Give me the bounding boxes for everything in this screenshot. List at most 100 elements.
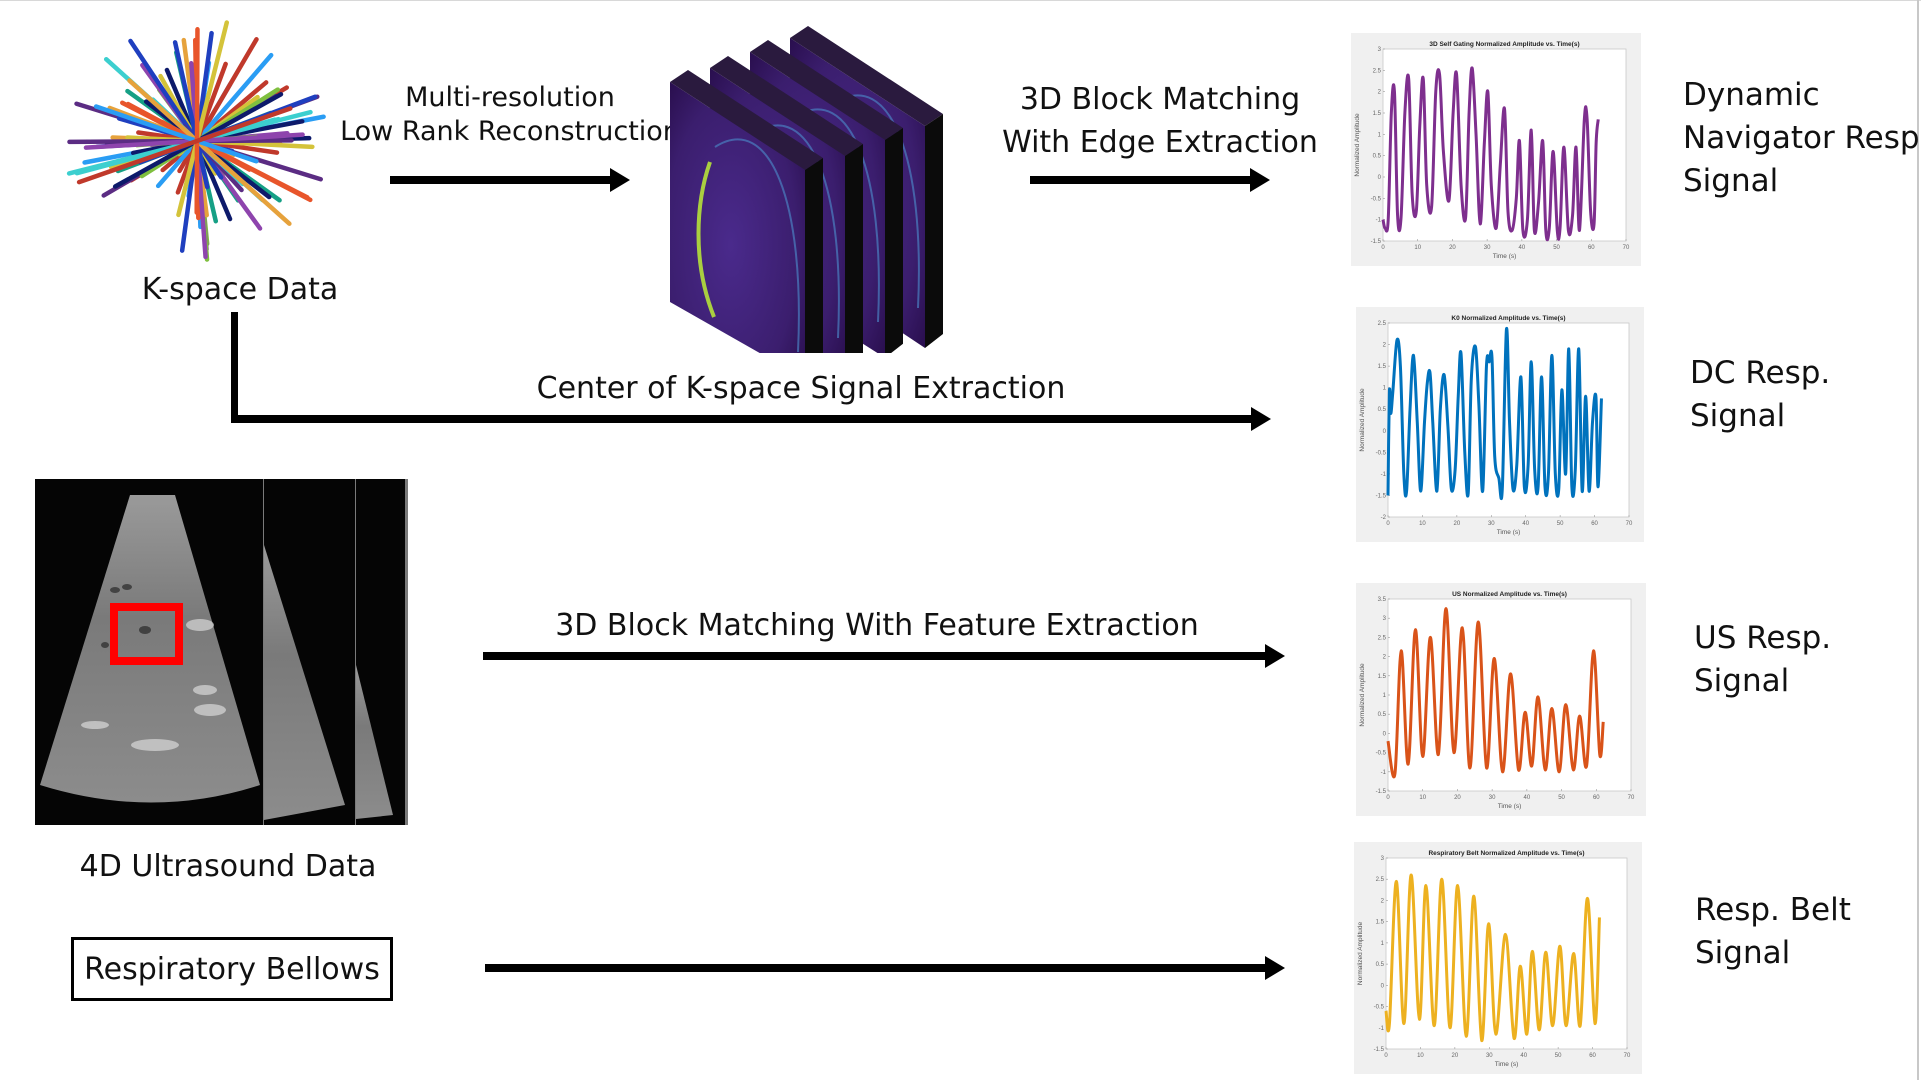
output-label-dc: DC Resp. Signal — [1690, 352, 1830, 438]
us-echo — [193, 685, 217, 695]
us-echo — [81, 721, 109, 729]
roi-box — [110, 603, 183, 665]
chart-panel-belt: Respiratory Belt Normalized Amplitude vs… — [1354, 842, 1642, 1074]
x-tick-label: 0 — [1386, 795, 1390, 801]
x-axis-label: Time (s) — [1497, 529, 1521, 536]
y-tick-label: -1 — [1376, 218, 1382, 224]
kspace-spoke — [176, 20, 230, 218]
feature-matching-label: 3D Block Matching With Feature Extractio… — [555, 608, 1199, 643]
chart-title: 3D Self Gating Normalized Amplitude vs. … — [1429, 41, 1579, 48]
kspace-spoke — [76, 106, 293, 185]
x-tick-label: 30 — [1489, 795, 1496, 801]
y-tick-label: 1.5 — [1378, 674, 1387, 680]
mri-slice-side — [845, 144, 863, 353]
x-tick-label: 30 — [1484, 245, 1491, 251]
mri-slice-top — [710, 56, 863, 156]
reconstruction-label-line2: Low Rank Reconstruction — [340, 116, 680, 147]
y-tick-label: -0.5 — [1376, 450, 1387, 456]
y-tick-label: 1.5 — [1373, 111, 1382, 117]
y-tick-label: -1.5 — [1374, 1047, 1385, 1053]
respiratory-bellows-label: Respiratory Bellows — [84, 951, 380, 987]
y-tick-label: -1.5 — [1376, 789, 1387, 795]
y-tick-label: 2 — [1378, 90, 1382, 96]
mri-slice-top — [790, 26, 943, 126]
y-tick-label: 2 — [1383, 655, 1387, 661]
y-tick-label: 0.5 — [1378, 712, 1387, 718]
output-label-line: DC Resp. — [1690, 355, 1831, 391]
y-tick-label: -0.5 — [1376, 751, 1387, 757]
edge-matching-arrow — [1030, 168, 1270, 192]
x-axis-label: Time (s) — [1495, 1061, 1519, 1068]
x-tick-label: 30 — [1486, 1053, 1493, 1059]
reconstruction-label-line1: Multi-resolution — [405, 82, 615, 113]
us-echo — [186, 619, 214, 631]
output-label-line: Signal — [1683, 163, 1779, 199]
edge-matching-label-line2: With Edge Extraction — [1002, 125, 1318, 160]
x-tick-label: 20 — [1452, 1053, 1459, 1059]
ultrasound-label: 4D Ultrasound Data — [79, 849, 377, 884]
y-tick-label: -0.5 — [1371, 196, 1382, 202]
output-label-line: Resp. Belt — [1695, 892, 1851, 928]
y-tick-label: 0 — [1383, 429, 1387, 435]
x-tick-label: 40 — [1524, 795, 1531, 801]
x-tick-label: 40 — [1519, 245, 1526, 251]
output-label-line: Signal — [1694, 663, 1790, 699]
y-tick-label: 3 — [1383, 616, 1387, 622]
mri-slice-side — [885, 128, 903, 353]
y-tick-label: 0.5 — [1376, 962, 1385, 968]
top-border — [0, 0, 1921, 1]
kspace-spoke — [93, 104, 259, 164]
kspace-spoke — [172, 40, 210, 190]
output-label-line: Signal — [1695, 935, 1791, 971]
ultrasound-frames-icon — [35, 479, 408, 825]
output-label-line: Navigator Resp. — [1683, 120, 1921, 156]
y-axis-label: Normalized Amplitude — [1357, 922, 1364, 986]
y-tick-label: 3.5 — [1378, 597, 1387, 603]
y-tick-label: 0 — [1383, 731, 1387, 737]
y-tick-label: 2.5 — [1378, 635, 1387, 641]
y-tick-label: -2 — [1381, 515, 1387, 521]
y-tick-label: 3 — [1378, 47, 1382, 53]
y-tick-label: -1.5 — [1371, 239, 1382, 245]
x-tick-label: 70 — [1628, 795, 1635, 801]
x-tick-label: 0 — [1384, 1053, 1388, 1059]
kspace-spoke — [194, 27, 200, 215]
x-tick-label: 10 — [1417, 1053, 1424, 1059]
output-label-line: US Resp. — [1694, 620, 1832, 656]
y-axis-label: Normalized Amplitude — [1359, 663, 1366, 727]
signal-line — [1381, 66, 1600, 242]
mri-stack-icon — [670, 26, 943, 353]
x-tick-label: 70 — [1623, 245, 1630, 251]
y-tick-label: 1 — [1381, 941, 1385, 947]
reconstruction-arrow — [390, 168, 630, 192]
y-axis-label: Normalized Amplitude — [1359, 388, 1366, 452]
x-tick-label: 70 — [1626, 521, 1633, 527]
y-tick-label: 0.5 — [1373, 154, 1382, 160]
y-tick-label: 3 — [1381, 856, 1385, 862]
mri-contour — [714, 138, 800, 353]
x-tick-label: 50 — [1553, 245, 1560, 251]
us-sector-back — [356, 665, 393, 819]
y-tick-label: 0 — [1378, 175, 1382, 181]
x-tick-label: 10 — [1419, 795, 1426, 801]
mri-slice-top — [750, 40, 903, 140]
y-tick-label: -1.5 — [1376, 493, 1387, 499]
x-tick-label: 10 — [1414, 245, 1421, 251]
x-tick-label: 20 — [1454, 795, 1461, 801]
x-tick-label: 20 — [1454, 521, 1461, 527]
bellows-arrow — [485, 956, 1285, 980]
x-tick-label: 60 — [1588, 245, 1595, 251]
chart-belt: Respiratory Belt Normalized Amplitude vs… — [1357, 850, 1631, 1068]
output-label-belt: Resp. Belt Signal — [1695, 889, 1851, 975]
x-tick-label: 0 — [1381, 245, 1385, 251]
chart-panel-self-gating: 3D Self Gating Normalized Amplitude vs. … — [1351, 33, 1641, 266]
y-tick-label: 2.5 — [1376, 877, 1385, 883]
y-tick-label: 2.5 — [1373, 68, 1382, 74]
y-tick-label: 2 — [1381, 898, 1385, 904]
chart-self-gating: 3D Self Gating Normalized Amplitude vs. … — [1354, 41, 1630, 260]
us-echo — [194, 704, 226, 716]
x-tick-label: 40 — [1520, 1053, 1527, 1059]
y-tick-label: 0 — [1381, 983, 1385, 989]
kspace-spoke — [127, 78, 292, 226]
